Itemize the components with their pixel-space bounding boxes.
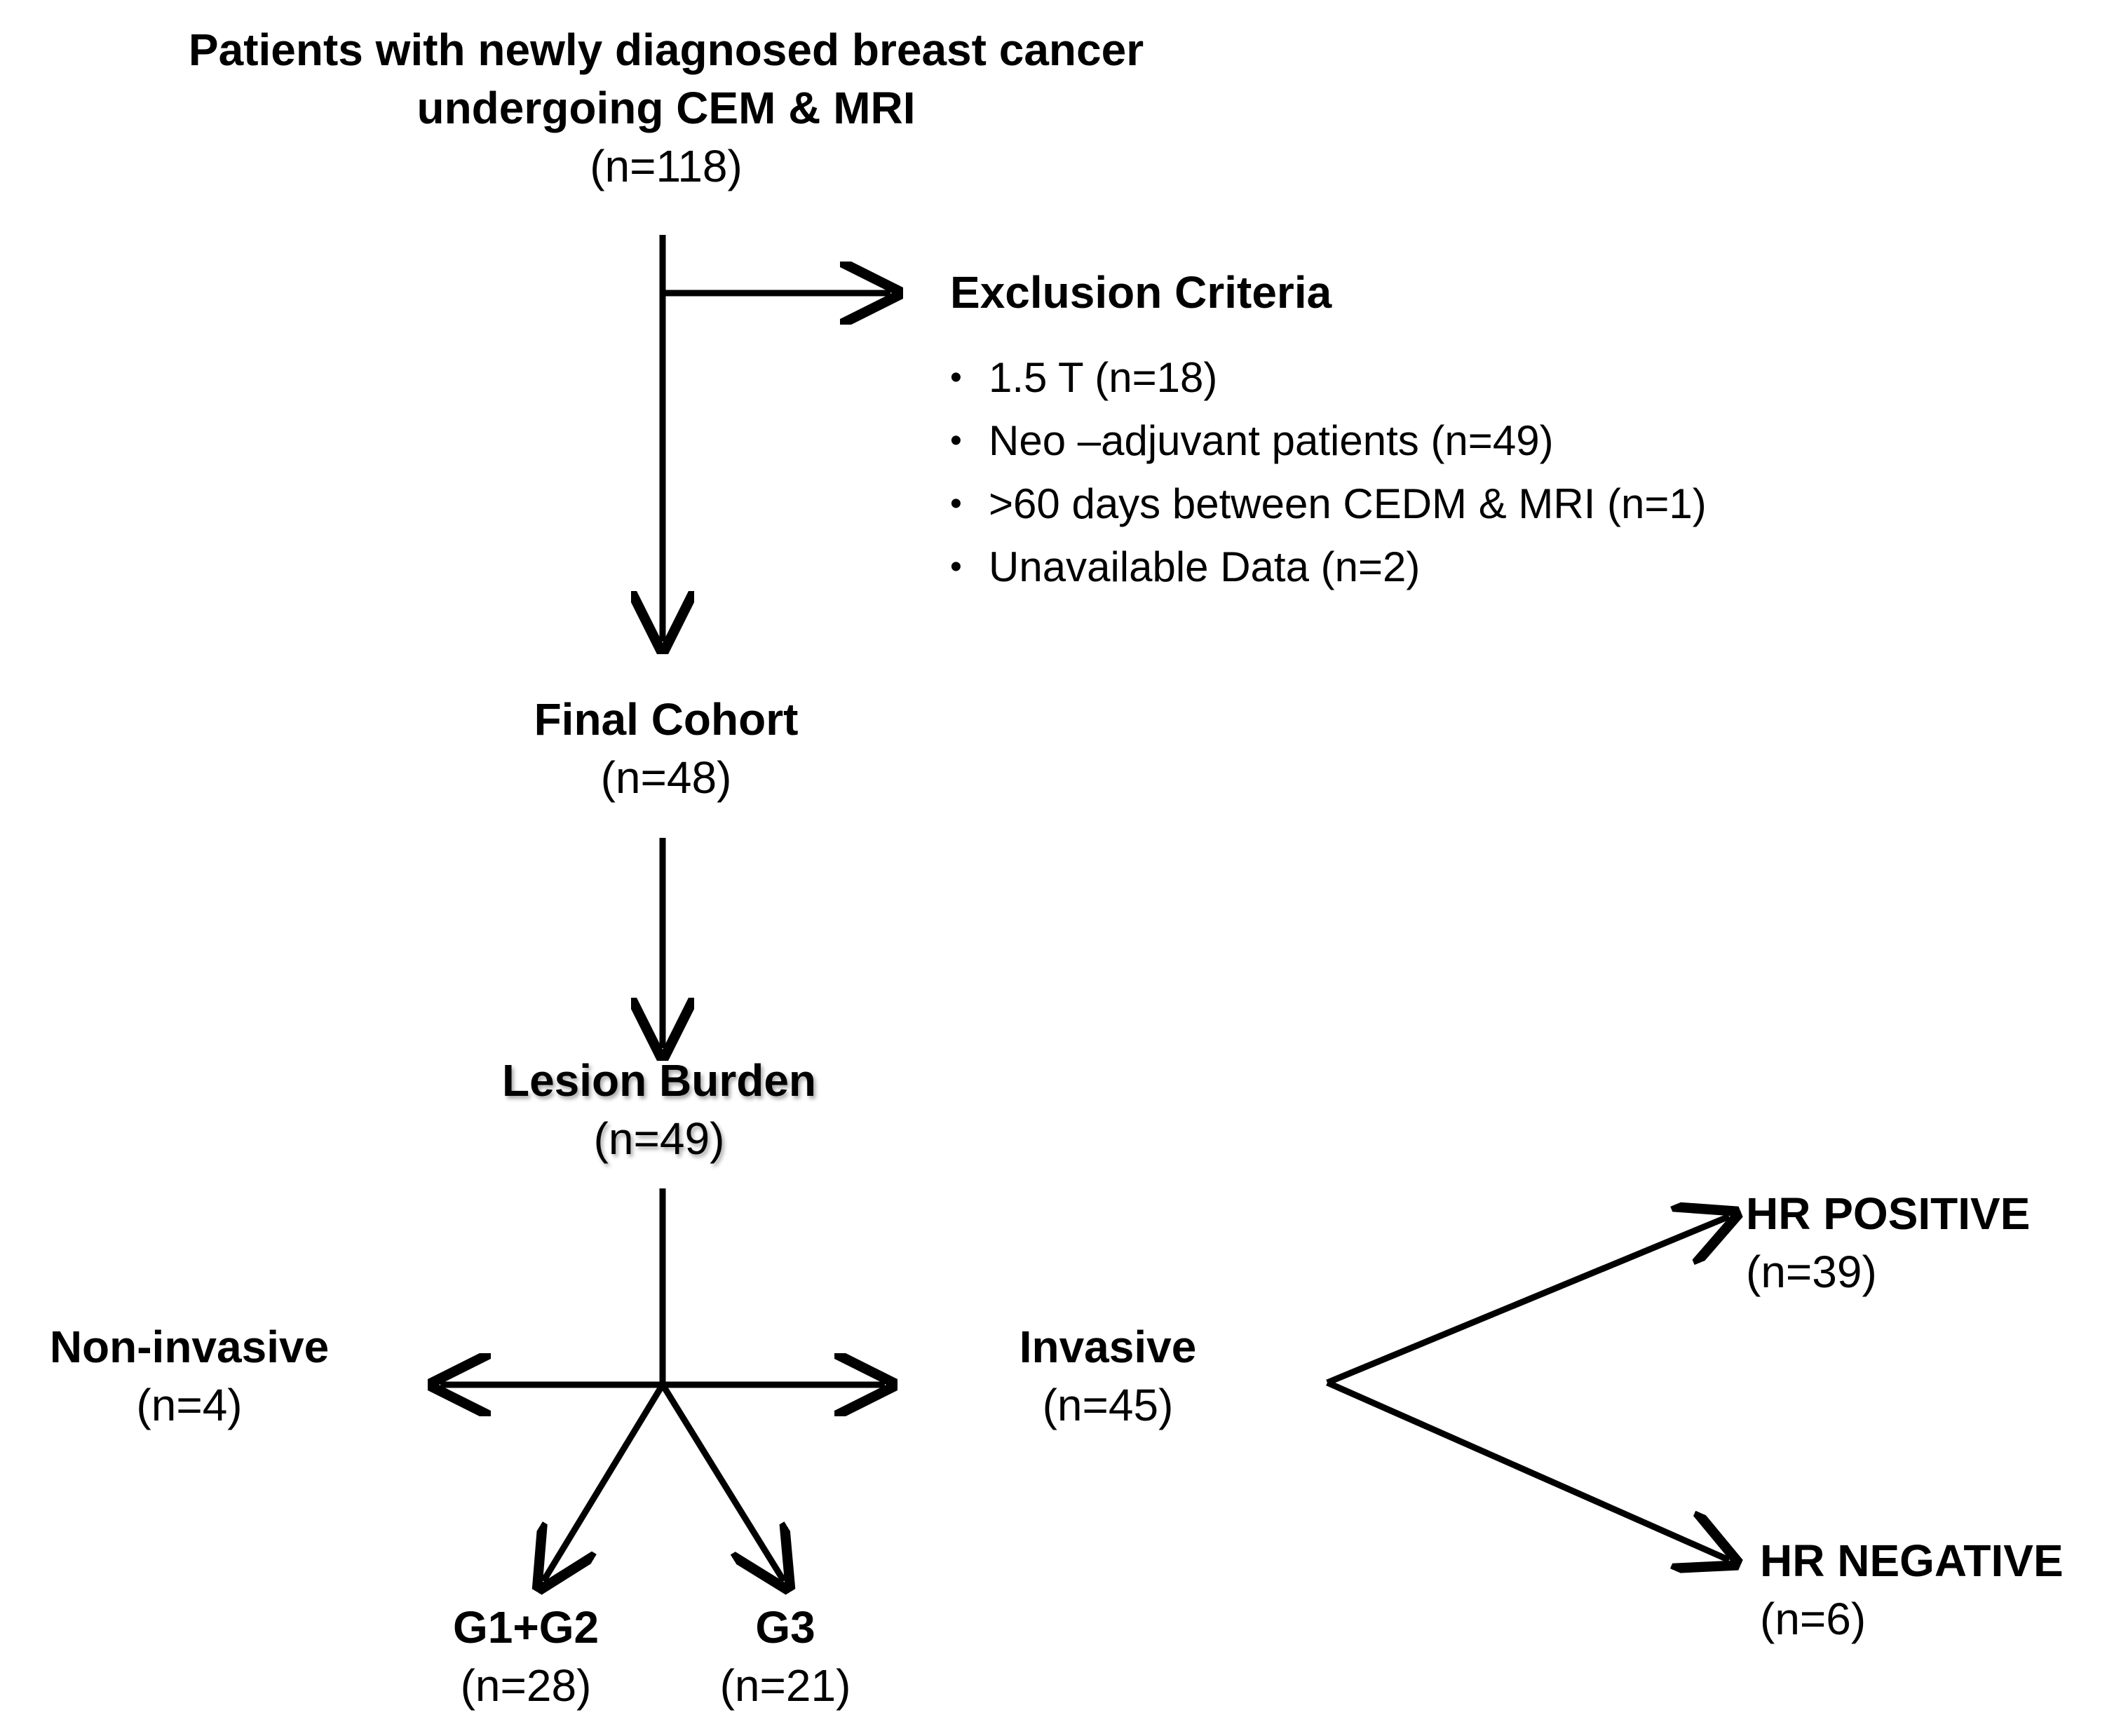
hr-negative-title: HR NEGATIVE xyxy=(1760,1535,2064,1586)
non-invasive-node: Non-invasive (n=4) xyxy=(14,1318,365,1435)
lesion-burden-node: Lesion Burden (n=49) xyxy=(449,1052,869,1168)
start-count: (n=118) xyxy=(590,141,743,192)
start-node: Patients with newly diagnosed breast can… xyxy=(98,21,1234,196)
hr-positive-count: (n=39) xyxy=(1746,1247,1877,1298)
hr-positive-node: HR POSITIVE (n=39) xyxy=(1746,1185,2030,1301)
exclusion-list: 1.5 T (n=18) Neo –adjuvant patients (n=4… xyxy=(950,346,1707,599)
final-cohort-title: Final Cohort xyxy=(534,694,799,745)
hr-negative-count: (n=6) xyxy=(1760,1594,1867,1645)
exclusion-item: 1.5 T (n=18) xyxy=(950,346,1707,409)
exclusion-item: Neo –adjuvant patients (n=49) xyxy=(950,409,1707,473)
final-cohort-node: Final Cohort (n=48) xyxy=(456,691,876,807)
g1g2-count: (n=28) xyxy=(460,1660,592,1711)
start-title-line1: Patients with newly diagnosed breast can… xyxy=(188,25,1144,75)
hr-negative-node: HR NEGATIVE (n=6) xyxy=(1760,1532,2064,1648)
exclusion-item: >60 days between CEDM & MRI (n=1) xyxy=(950,473,1707,536)
g3-title: G3 xyxy=(755,1602,815,1653)
g1g2-node: G1+G2 (n=28) xyxy=(407,1599,645,1715)
g1g2-title: G1+G2 xyxy=(452,1602,599,1653)
g3-node: G3 (n=21) xyxy=(673,1599,897,1715)
exclusion-title: Exclusion Criteria xyxy=(950,267,1332,318)
invasive-count: (n=45) xyxy=(1042,1380,1174,1431)
exclusion-criteria: Exclusion Criteria 1.5 T (n=18) Neo –adj… xyxy=(950,266,1707,599)
invasive-title: Invasive xyxy=(1019,1322,1197,1372)
arrow-to-hr-positive xyxy=(1326,1216,1729,1386)
non-invasive-title: Non-invasive xyxy=(49,1322,330,1372)
arrow-to-g1g2 xyxy=(543,1383,665,1581)
final-cohort-count: (n=48) xyxy=(600,752,732,803)
g3-count: (n=21) xyxy=(719,1660,851,1711)
invasive-node: Invasive (n=45) xyxy=(940,1318,1276,1435)
lesion-burden-title: Lesion Burden xyxy=(501,1055,817,1106)
non-invasive-count: (n=4) xyxy=(136,1380,243,1431)
arrow-to-hr-negative xyxy=(1326,1379,1729,1560)
arrow-to-g3 xyxy=(660,1383,784,1581)
start-title-line2: undergoing CEM & MRI xyxy=(416,83,916,134)
hr-positive-title: HR POSITIVE xyxy=(1746,1188,2031,1239)
exclusion-item: Unavailable Data (n=2) xyxy=(950,536,1707,599)
lesion-burden-count: (n=49) xyxy=(593,1113,725,1165)
